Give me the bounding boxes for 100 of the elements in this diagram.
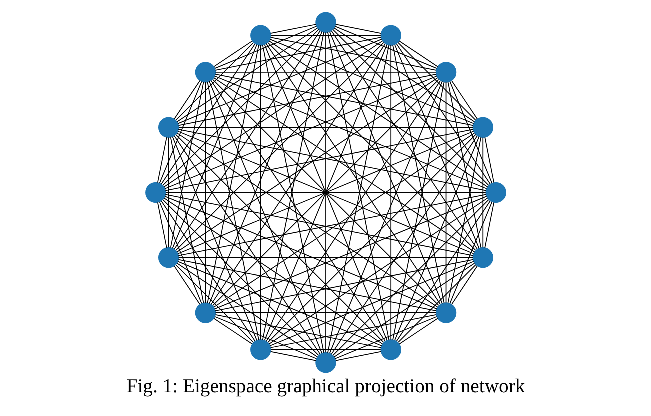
connector: [158, 81, 202, 184]
connector: [334, 316, 437, 360]
connector: [178, 259, 436, 312]
connector: [334, 26, 437, 69]
connector: [269, 261, 474, 346]
connector: [208, 81, 322, 354]
connector: [396, 200, 490, 342]
connector: [176, 263, 318, 358]
connector: [175, 42, 254, 121]
connector: [394, 44, 480, 249]
connector: [214, 316, 316, 360]
connector: [325, 32, 326, 354]
connector: [214, 314, 382, 348]
connector: [170, 137, 204, 304]
connector: [484, 202, 494, 248]
connector: [172, 44, 257, 249]
connector: [334, 24, 382, 34]
node-circle: [194, 302, 216, 324]
connector: [162, 199, 319, 356]
connector: [270, 24, 316, 34]
connector: [214, 74, 474, 126]
node-circle: [472, 117, 493, 138]
node-circle: [485, 182, 506, 204]
node-circle: [145, 182, 166, 204]
connector: [160, 200, 256, 342]
connector: [332, 200, 489, 356]
connector: [158, 202, 202, 304]
node-circle: [158, 117, 179, 138]
connector: [214, 26, 317, 69]
connector: [449, 81, 492, 184]
connector: [270, 349, 381, 350]
connector: [266, 43, 440, 305]
connector: [334, 28, 475, 122]
connector: [177, 39, 382, 124]
connector: [482, 137, 484, 248]
node-circle: [315, 352, 336, 374]
connector: [270, 37, 436, 71]
connector: [175, 42, 384, 251]
connector: [178, 74, 436, 126]
connector: [163, 40, 383, 188]
connector: [172, 136, 257, 342]
connector: [328, 81, 442, 354]
connector: [174, 136, 320, 355]
connector: [156, 202, 167, 248]
connector: [392, 82, 444, 340]
connector: [392, 45, 444, 304]
connector: [210, 44, 386, 306]
connector: [168, 137, 169, 248]
connector: [396, 44, 490, 185]
connector: [178, 257, 473, 258]
connector: [214, 37, 381, 71]
connector: [267, 42, 476, 251]
connector: [174, 30, 320, 250]
connector: [206, 82, 259, 340]
connector: [170, 82, 204, 248]
connector: [268, 40, 488, 188]
node-circle: [250, 25, 271, 46]
connector: [397, 42, 476, 121]
connector: [390, 45, 392, 340]
connector: [398, 318, 438, 345]
connector: [332, 29, 489, 186]
connector: [214, 72, 436, 73]
connector: [208, 31, 322, 304]
connector: [447, 82, 482, 248]
connector: [210, 80, 386, 342]
connector: [164, 196, 438, 310]
node-circle: [435, 62, 456, 83]
connector: [266, 80, 440, 342]
connector: [213, 78, 475, 253]
connector: [269, 38, 474, 124]
connector: [176, 78, 438, 253]
connector: [175, 264, 254, 344]
connector: [213, 40, 252, 68]
connector: [394, 136, 480, 342]
connector: [160, 44, 256, 185]
connector: [451, 80, 478, 120]
connector: [214, 76, 487, 190]
connector: [450, 266, 478, 306]
connector: [330, 136, 478, 355]
connector: [398, 40, 438, 68]
connector: [175, 134, 384, 343]
connector: [177, 261, 382, 346]
connector: [445, 82, 446, 304]
connector: [328, 32, 442, 304]
connector: [484, 137, 494, 184]
connector: [270, 314, 436, 348]
connector: [270, 35, 381, 36]
connector: [213, 132, 475, 308]
connector: [260, 45, 261, 340]
connector: [214, 312, 436, 314]
connector: [178, 127, 474, 128]
connector: [330, 30, 478, 250]
connector: [270, 351, 316, 362]
node-circle: [435, 302, 456, 324]
connector: [176, 132, 438, 308]
node-circle: [380, 25, 401, 46]
connector: [214, 196, 487, 310]
connector: [268, 198, 488, 345]
connector: [177, 131, 474, 254]
node-circle: [472, 247, 493, 268]
